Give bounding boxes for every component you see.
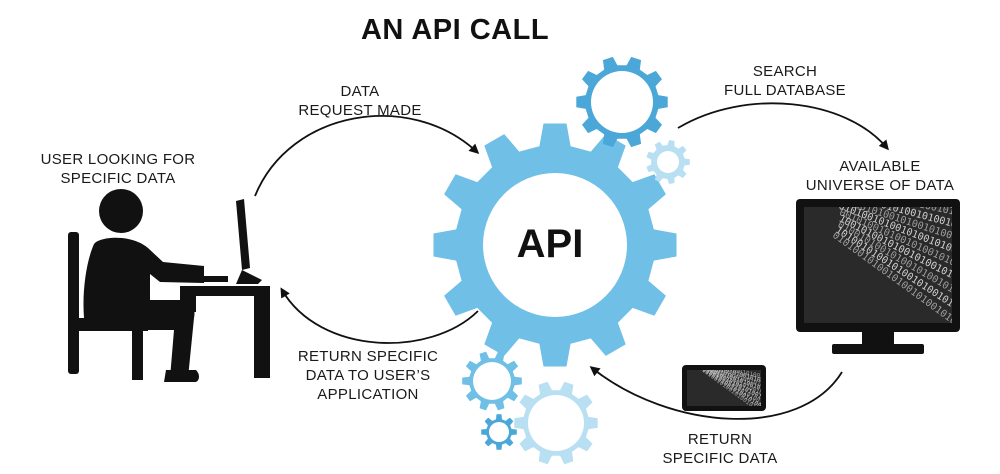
request-label-line2: REQUEST MADE xyxy=(298,102,422,119)
search-label-line2: FULL DATABASE xyxy=(724,82,846,99)
return-data-label-line1: RETURN xyxy=(687,431,753,448)
request-label-line1: DATA xyxy=(340,83,380,100)
user-label-line1: USER LOOKING FOR xyxy=(40,151,196,168)
return-app-label: RETURN SPECIFIC DATA TO USER’S APPLICATI… xyxy=(278,347,458,404)
bottom-left-gear-icon xyxy=(462,351,522,411)
user-label: USER LOOKING FOR SPECIFIC DATA xyxy=(8,150,228,188)
return-app-label-line3: APPLICATION xyxy=(317,386,419,403)
return-app-label-line1: RETURN SPECIFIC xyxy=(297,348,439,365)
return-data-arrow xyxy=(589,366,843,420)
database-label: AVAILABLE UNIVERSE OF DATA xyxy=(770,157,990,195)
return-data-label-line2: SPECIFIC DATA xyxy=(662,450,778,467)
diagram-title: AN API CALL xyxy=(360,14,550,46)
api-label: API xyxy=(516,222,584,266)
search-arrow xyxy=(677,102,889,151)
database-label-line2: UNIVERSE OF DATA xyxy=(805,177,955,194)
request-arrow xyxy=(254,115,480,197)
return-app-arrow xyxy=(280,287,479,344)
binary-tablet-icon: 1001010010100101001010010100101001010010… xyxy=(682,365,766,411)
database-label-line1: AVAILABLE xyxy=(839,158,921,175)
bottom-big-gear-icon xyxy=(514,381,598,465)
search-label: SEARCH FULL DATABASE xyxy=(690,62,880,100)
bottom-tiny-gear-icon xyxy=(481,414,517,450)
user-at-computer-icon xyxy=(68,189,270,382)
return-app-label-line2: DATA TO USER’S xyxy=(305,367,431,384)
binary-data-monitor-icon: 1001010010100101001010010100101001010010… xyxy=(796,199,960,354)
search-label-line1: SEARCH xyxy=(752,63,818,80)
main-api-gear xyxy=(433,123,677,367)
top-gear-icon xyxy=(576,56,668,148)
request-label: DATA REQUEST MADE xyxy=(270,82,450,120)
user-label-line2: SPECIFIC DATA xyxy=(60,170,176,187)
return-data-label: RETURN SPECIFIC DATA xyxy=(630,430,810,468)
small-gear-icon xyxy=(646,140,690,184)
